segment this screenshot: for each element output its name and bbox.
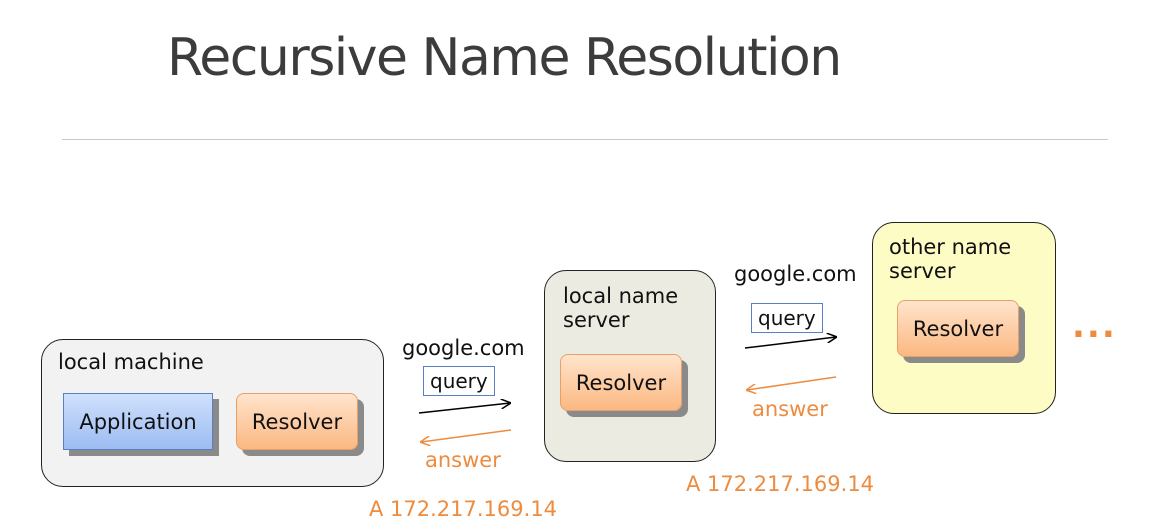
hop2-query-arrow [744, 337, 836, 349]
hop2-query-label: query [751, 303, 823, 333]
other-name-server-label: other name server [889, 235, 1012, 283]
local-name-server-resolver-box: Resolver [560, 354, 682, 411]
title-divider [62, 139, 1108, 140]
hop2-answer-label: answer [752, 397, 828, 421]
local-machine-resolver-box: Resolver [236, 393, 358, 450]
other-name-server-resolver-box: Resolver [897, 300, 1019, 357]
hop1-query-arrow [418, 403, 510, 414]
local-machine-label: local machine [58, 350, 204, 374]
hop1-record-label: A 172.217.169.14 [369, 497, 558, 521]
more-servers-ellipsis: ... [1072, 306, 1117, 346]
hop2-record-label: A 172.217.169.14 [686, 472, 875, 496]
hop2-answer-arrow [747, 376, 837, 390]
hop1-query-label: query [423, 366, 495, 396]
hop2-domain-label: google.com [734, 262, 857, 286]
application-box: Application [63, 393, 213, 450]
hop1-answer-arrow [421, 429, 512, 442]
page-title: Recursive Name Resolution [167, 28, 842, 88]
hop1-domain-label: google.com [402, 336, 525, 360]
hop1-answer-label: answer [425, 448, 501, 472]
local-name-server-label: local name server [563, 284, 679, 332]
